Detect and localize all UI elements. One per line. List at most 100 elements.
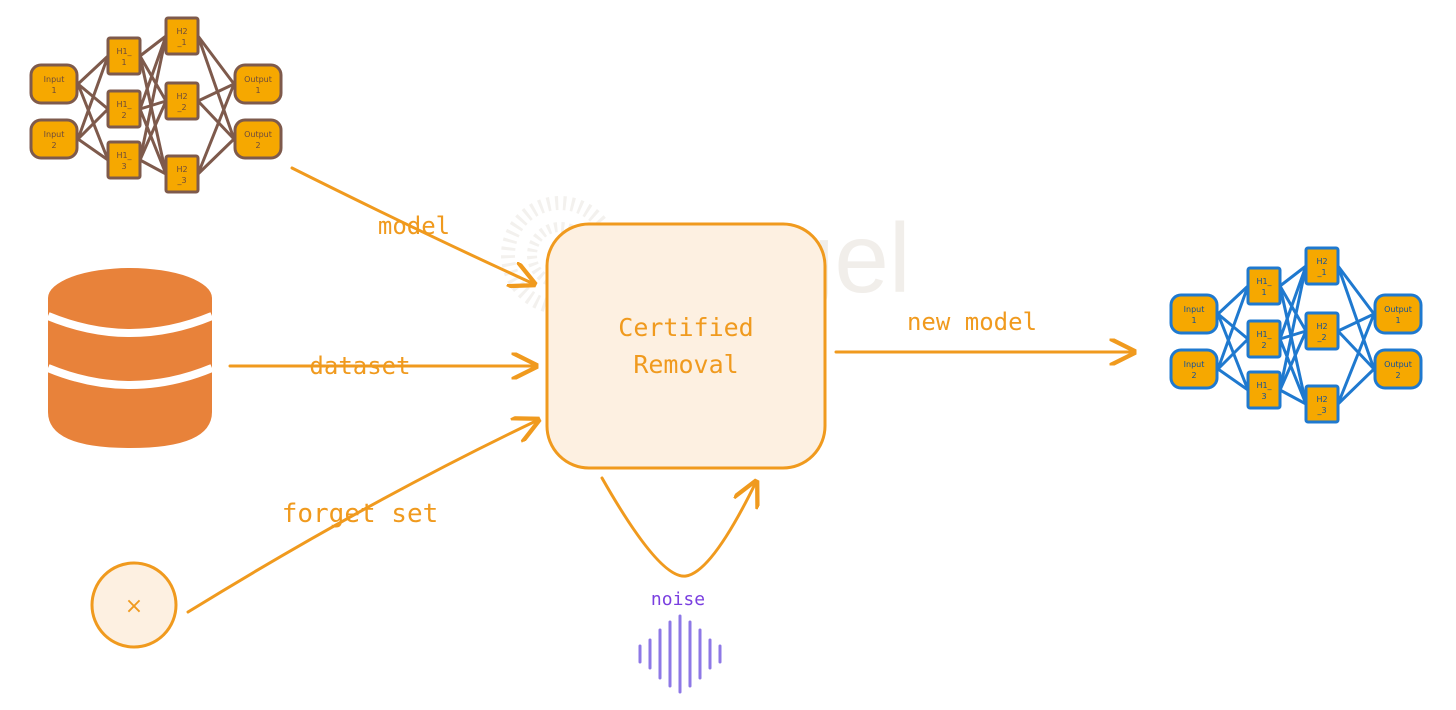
network-node-label: Output — [1384, 360, 1412, 369]
network-node-label: Output — [244, 75, 272, 84]
network-node-label: 1 — [1395, 316, 1400, 325]
network-node-label: 2 — [1261, 341, 1266, 350]
network-node-label: Input — [1184, 305, 1205, 314]
network-edge — [196, 82, 236, 176]
new-model-label: new model — [907, 308, 1037, 336]
network-edge — [138, 34, 168, 58]
network-node-label: _3 — [1316, 406, 1326, 415]
network-node-label: _1 — [176, 38, 186, 47]
network-node-h12: H1_2 — [106, 89, 142, 129]
forget-set-arrow — [186, 420, 538, 614]
network-edge — [138, 54, 168, 103]
network-node-label: 2 — [1395, 371, 1400, 380]
network-node-label: 2 — [1191, 371, 1196, 380]
input-neural-network: Input1Input2H1_1H1_2H1_3H2_1H2_2H2_3Outp… — [29, 16, 283, 194]
network-node-label: 2 — [51, 141, 56, 150]
network-node-label: 2 — [255, 141, 260, 150]
network-node-label: 1 — [1191, 316, 1196, 325]
network-edge — [196, 99, 236, 141]
network-node-label: H2 — [176, 27, 187, 36]
network-node-h12: H1_2 — [1246, 319, 1282, 359]
network-node-label: 2 — [121, 111, 126, 120]
network-node-label: 1 — [121, 58, 126, 67]
forget-set-item: × — [90, 561, 178, 649]
box-title-line2: Removal — [633, 350, 738, 379]
network-edge — [138, 99, 168, 162]
network-node-label: H2 — [1316, 257, 1327, 266]
network-edge — [76, 54, 110, 141]
network-edge — [138, 158, 168, 176]
network-node-label: _1 — [1316, 268, 1326, 277]
network-edge — [76, 137, 110, 162]
network-edge — [1278, 284, 1308, 333]
network-node-h22: H2_2 — [164, 81, 200, 121]
network-edge — [1278, 264, 1308, 288]
network-edge — [1216, 337, 1250, 371]
network-edge — [1336, 312, 1376, 333]
network-node-label: 3 — [121, 162, 126, 171]
network-node-label: 1 — [1261, 288, 1266, 297]
network-edge — [196, 34, 236, 86]
network-node-h11: H1_1 — [106, 36, 142, 76]
network-node-out1: Output 1 — [1373, 293, 1423, 335]
network-node-out2: Output 2 — [233, 118, 283, 160]
network-edge — [1336, 312, 1376, 406]
network-edge — [196, 82, 236, 103]
network-node-h21: H2_1 — [1304, 246, 1340, 286]
noise-label: noise — [651, 589, 705, 610]
network-node-h21: H2_1 — [164, 16, 200, 56]
network-edge — [1278, 264, 1308, 341]
network-node-h11: H1_1 — [1246, 266, 1282, 306]
network-node-label: Output — [244, 130, 272, 139]
model-arrow — [290, 166, 534, 284]
network-node-label: H2 — [1316, 395, 1327, 404]
network-node-label: 1 — [51, 86, 56, 95]
network-node-label: H1_ — [116, 100, 132, 109]
network-node-out2: Output 2 — [1373, 348, 1423, 390]
certified-removal-box: Certified Removal — [545, 222, 827, 470]
network-edge — [138, 34, 168, 162]
forget-item-symbol: × — [125, 594, 143, 619]
network-node-label: Input — [1184, 360, 1205, 369]
network-node-in1: Input 1 — [1169, 293, 1219, 335]
network-edge — [76, 107, 110, 141]
noise-waveform-icon — [638, 614, 722, 694]
output-neural-network: Input1Input2H1_1H1_2H1_3H2_1H2_2H2_3Outp… — [1169, 246, 1423, 424]
network-edge — [76, 54, 110, 86]
network-edge — [1336, 264, 1376, 316]
network-node-label: 1 — [255, 86, 260, 95]
network-node-label: _3 — [176, 176, 186, 185]
network-edge — [138, 34, 168, 111]
network-edge — [138, 107, 168, 176]
network-node-out1: Output 1 — [233, 63, 283, 105]
network-node-label: 3 — [1261, 392, 1266, 401]
network-node-label: _2 — [1316, 333, 1326, 342]
network-node-label: Input — [44, 75, 65, 84]
network-edge — [1216, 284, 1250, 316]
forget-item-circle — [90, 561, 178, 649]
network-edge — [1216, 367, 1250, 392]
network-edge — [1336, 367, 1376, 406]
network-edge — [1278, 388, 1308, 406]
network-node-in2: Input 2 — [1169, 348, 1219, 390]
network-node-label: H2 — [176, 92, 187, 101]
network-node-h23: H2_3 — [164, 154, 200, 194]
noise-loop-arrow — [600, 478, 756, 578]
network-node-label: Output — [1384, 305, 1412, 314]
network-edge — [1336, 329, 1376, 371]
network-edge — [1278, 284, 1308, 406]
database-icon — [46, 268, 214, 448]
network-node-label: H2 — [1316, 322, 1327, 331]
network-edge — [1278, 329, 1308, 392]
network-node-h22: H2_2 — [1304, 311, 1340, 351]
network-edge — [138, 54, 168, 176]
network-edge — [1336, 264, 1376, 371]
box-title-line1: Certified — [618, 313, 753, 342]
network-node-h13: H1_3 — [1246, 370, 1282, 410]
network-edge — [1216, 284, 1250, 371]
network-node-label: H1_ — [1256, 381, 1272, 390]
network-node-label: H1_ — [1256, 330, 1272, 339]
network-edge — [1278, 264, 1308, 392]
